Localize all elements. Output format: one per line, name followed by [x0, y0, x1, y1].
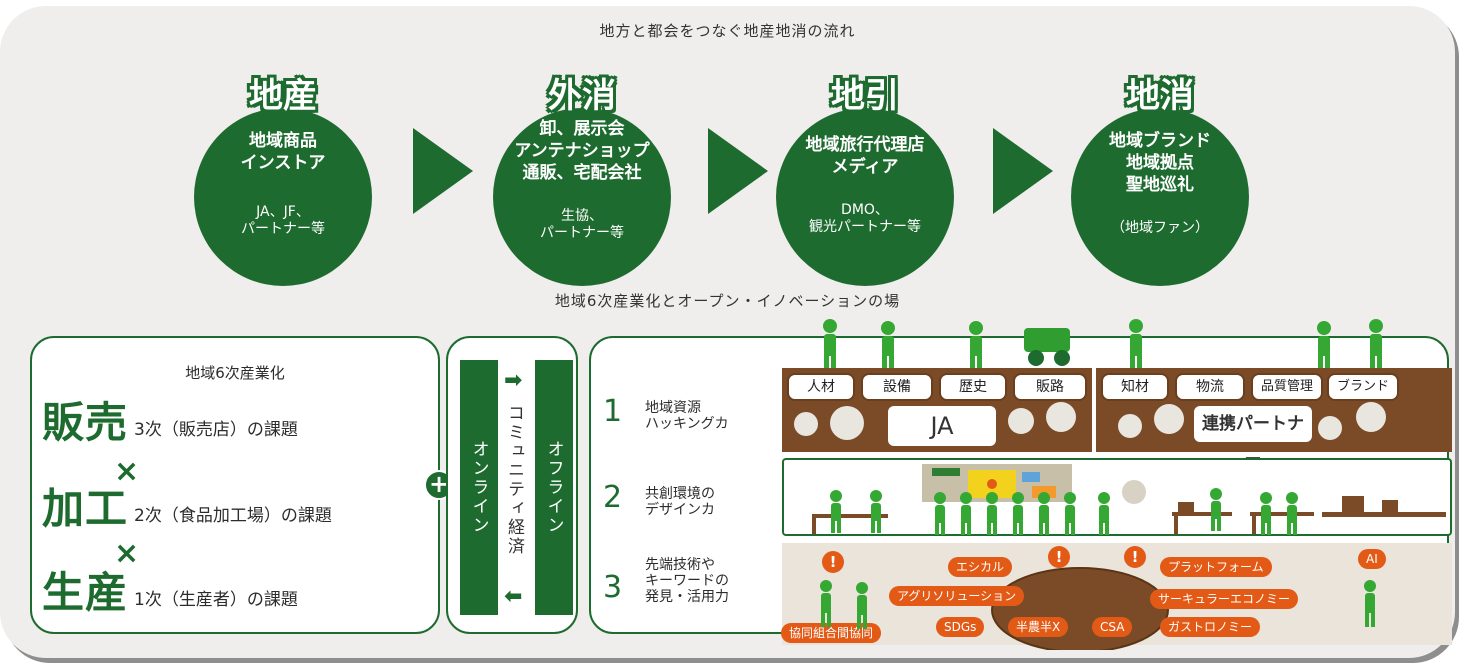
resource-tab: 品質管理	[1251, 373, 1323, 401]
flow-title: 地方と都会をつなぐ地産地消の流れ	[599, 22, 856, 40]
keyword-pill: プラットフォーム	[1160, 557, 1272, 577]
row-processing: 加工 2次（食品加工場）の課題	[42, 486, 332, 532]
exclamation-icon: !	[822, 551, 844, 573]
resource-tab: 知材	[1101, 373, 1169, 401]
step-number: 1	[603, 394, 623, 429]
step-text: 先端技術や キーワードの 発見・活用力	[645, 557, 729, 605]
resource-tab: 設備	[861, 373, 933, 401]
stone	[830, 406, 864, 440]
co-creation-row	[782, 458, 1452, 536]
row-desc: 2次（食品加工場）の課題	[134, 506, 332, 526]
row-sales: 販売 3次（販売店）の課題	[42, 400, 298, 446]
flow-main: 地域旅行代理店 メディア	[805, 135, 925, 177]
flow-heading: 外消	[548, 76, 616, 116]
flow-circle-gaisho: 外消 卸、展示会 アンテナショップ 通販、宅配会社 生協、 パートナー等	[493, 76, 671, 286]
flow-circle-chisan: 地産 地域商品 インストア JA、JF、 パートナー等	[194, 76, 372, 286]
six-industry-panel: 地域6次産業化 販売 3次（販売店）の課題 × 加工 2次（食品加工場）の課題 …	[30, 336, 440, 634]
flow-heading: 地引	[831, 76, 899, 116]
flow-main: 地域ブランド 地域拠点 聖地巡礼	[1109, 131, 1211, 195]
stone	[1046, 402, 1076, 432]
keyword-pill: エシカル	[948, 557, 1013, 577]
people-illustration	[820, 319, 1383, 629]
stone	[794, 412, 818, 436]
keyword-pill: 協同組合間協同	[781, 623, 882, 643]
flow-main: 地域商品 インストア	[240, 131, 326, 173]
offline-bar: オフライン	[535, 360, 573, 615]
step-text: 地域資源 ハッキングカ	[645, 400, 729, 432]
flow-sub: JA、JF、 パートナー等	[241, 204, 325, 237]
big-label: 加工	[42, 484, 129, 533]
row-production: 生産 1次（生産者）の課題	[42, 570, 298, 616]
big-label: 生産	[42, 568, 129, 617]
times-sign: ×	[114, 454, 140, 489]
keyword-pill: ガストロノミー	[1160, 617, 1261, 637]
flow-circle-chisho: 地消 地域ブランド 地域拠点 聖地巡礼 （地域ファン）	[1071, 76, 1249, 286]
keyword-pill: CSA	[1092, 617, 1133, 637]
flow-arrow	[708, 128, 768, 214]
flow-main: 卸、展示会 アンテナショップ 通販、宅配会社	[514, 119, 650, 183]
row-desc: 1次（生産者）の課題	[134, 590, 298, 610]
keyword-pill: アグリソリューション	[889, 586, 1025, 606]
resource-tab: 人材	[787, 373, 855, 401]
step-number: 2	[603, 480, 623, 515]
community-economy-label: コミュニティ経済	[504, 404, 524, 556]
stone	[1008, 408, 1034, 434]
keyword-pill: サーキュラーエコノミー	[1150, 589, 1299, 609]
flow-sub: （地域ファン）	[1111, 220, 1209, 236]
exclamation-icon: !	[1124, 546, 1146, 568]
six-industry-title: 地域6次産業化	[185, 364, 285, 382]
stone	[1318, 416, 1342, 440]
step-number: 3	[603, 570, 623, 605]
flow-arrow	[993, 128, 1053, 214]
keyword-pill: SDGs	[936, 617, 985, 637]
step-text: 共創環境の デザインカ	[645, 486, 715, 518]
flow-circle-chiin: 地引 地域旅行代理店 メディア DMO、 観光パートナー等	[776, 76, 954, 286]
arrow-right-icon: ➡	[504, 368, 523, 393]
flow-sub: DMO、 観光パートナー等	[809, 202, 921, 235]
flow-heading: 地産	[249, 76, 317, 116]
resource-tab: ブランド	[1327, 373, 1399, 401]
flow-arrow	[413, 128, 473, 214]
stone	[1154, 404, 1184, 434]
exclamation-icon: !	[1048, 546, 1070, 568]
keyword-pill: AI	[1358, 549, 1386, 569]
ja-label: JA	[888, 406, 996, 446]
row-desc: 3次（販売店）の課題	[134, 420, 298, 440]
big-label: 販売	[42, 398, 129, 447]
flow-sub: 生協、 パートナー等	[540, 208, 624, 241]
stone	[1118, 414, 1142, 438]
section-title: 地域6次産業化とオープン・イノベーションの場	[554, 292, 901, 310]
resource-tab: 物流	[1175, 373, 1245, 401]
flow-heading: 地消	[1126, 76, 1194, 116]
stone	[1356, 402, 1386, 432]
keyword-pill: 半農半X	[1008, 617, 1069, 637]
online-bar: オンライン	[460, 360, 498, 615]
arrow-left-icon: ⬅	[504, 584, 523, 609]
resource-tab: 歴史	[939, 373, 1007, 401]
resource-tab: 販路	[1013, 373, 1087, 401]
times-sign: ×	[114, 536, 140, 571]
